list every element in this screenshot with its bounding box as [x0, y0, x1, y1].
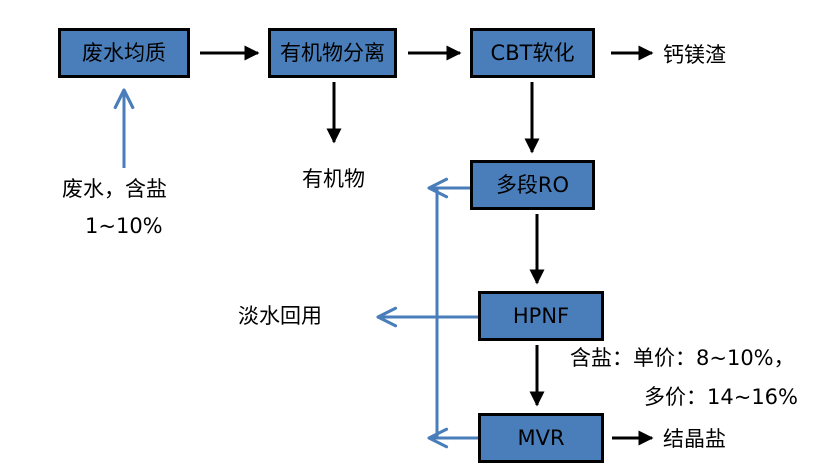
node-cbt-softening-label: CBT软化	[490, 40, 575, 65]
node-mvr-label: MVR	[517, 425, 565, 450]
label-salinity-multivalent: 多价：14~16%	[644, 385, 798, 409]
label-calcium-magnesium-slag: 钙镁渣	[663, 43, 726, 67]
node-multistage-ro-label: 多段RO	[495, 172, 570, 197]
node-organic-separation-label: 有机物分离	[280, 40, 385, 65]
label-salinity-monovalent: 含盐：单价：8~10%，	[570, 346, 795, 370]
label-feed-stream-line1: 废水，含盐	[62, 177, 167, 201]
node-multistage-ro[interactable]: 多段RO	[470, 160, 595, 210]
node-mvr[interactable]: MVR	[478, 413, 604, 463]
label-fresh-water-reuse: 淡水回用	[238, 304, 322, 328]
node-equalization[interactable]: 废水均质	[58, 28, 190, 78]
label-feed-stream-line2: 1~10%	[85, 214, 163, 238]
node-cbt-softening[interactable]: CBT软化	[470, 28, 595, 78]
node-organic-separation[interactable]: 有机物分离	[268, 28, 397, 78]
label-organics-output: 有机物	[302, 167, 365, 191]
node-hpnf-label: HPNF	[512, 303, 570, 328]
node-hpnf[interactable]: HPNF	[478, 291, 604, 341]
label-crystallized-salt: 结晶盐	[663, 427, 726, 451]
node-equalization-label: 废水均质	[82, 40, 166, 65]
